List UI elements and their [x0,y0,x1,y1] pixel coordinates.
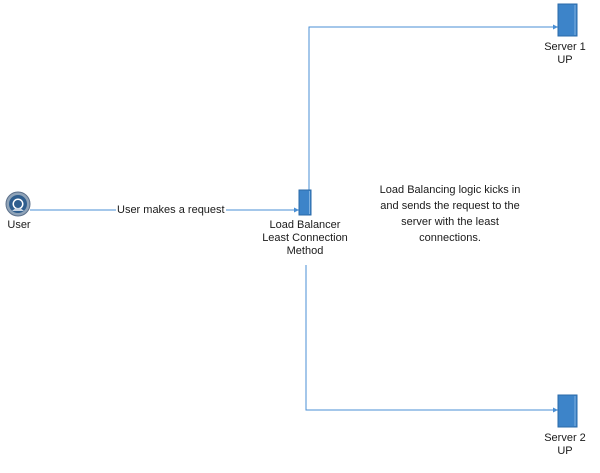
lb-label-line-3: Method [286,245,324,257]
edge-label-user-request: User makes a request [116,204,226,217]
load-balancer-label: Load Balancer Least Connection Method [250,219,360,258]
server1-label: Server 1 UP [540,41,590,67]
server2-rack-icon[interactable] [557,394,578,428]
arrowhead-server2 [553,407,558,413]
load-balancer-server-icon[interactable] [298,189,312,216]
server1-label-name: Server 1 [544,41,586,53]
user-label: User [7,219,31,231]
connector-lb-to-server1 [308,26,558,190]
server2-label-status: UP [557,445,573,457]
connector-lb-to-server2 [305,265,558,411]
arrowhead-lb [294,207,299,213]
lb-label-line-1: Load Balancer [269,219,341,231]
load-balancing-note: Load Balancing logic kicks in and sends … [379,184,521,244]
arrowhead-server1 [553,24,558,30]
server1-label-status: UP [557,54,573,66]
server2-label: Server 2 UP [540,432,590,458]
server2-label-name: Server 2 [544,432,586,444]
server1-rack-icon[interactable] [557,3,578,37]
user-circle-icon[interactable] [5,191,31,217]
lb-label-line-2: Least Connection [262,232,348,244]
